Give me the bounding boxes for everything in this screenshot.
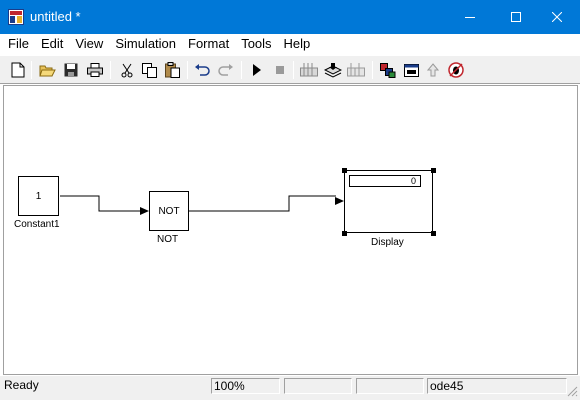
zoom-level: 100% (211, 378, 280, 394)
menu-simulation[interactable]: Simulation (115, 36, 177, 51)
display-block[interactable]: 0 (344, 170, 433, 233)
update-diagram-button[interactable] (323, 60, 343, 80)
print-icon (87, 63, 103, 77)
display-value-field: 0 (349, 175, 421, 187)
redo-icon (218, 64, 233, 76)
redo-button[interactable] (216, 60, 236, 80)
status-cell-empty (284, 378, 352, 394)
library-browser-icon (380, 62, 396, 78)
window-title: untitled * (30, 9, 81, 24)
save-button[interactable] (61, 60, 81, 80)
minimize-button[interactable] (447, 0, 493, 34)
toolbar (0, 56, 580, 84)
cut-button[interactable] (117, 60, 137, 80)
title-bar: untitled * (0, 0, 580, 34)
signal-line-not-to-display[interactable] (189, 195, 336, 212)
close-button[interactable] (534, 0, 580, 34)
menu-bar: File Edit View Simulation Format Tools H… (0, 34, 580, 54)
new-icon (11, 62, 25, 78)
menu-view[interactable]: View (75, 36, 104, 51)
model-canvas[interactable]: 1 Constant1 NOT NOT 0 Display (3, 85, 578, 375)
menu-edit[interactable]: Edit (40, 36, 64, 51)
stop-simulation-button[interactable] (270, 60, 290, 80)
menu-file[interactable]: File (8, 36, 29, 51)
constant-value: 1 (35, 190, 42, 202)
selection-handle[interactable] (431, 231, 436, 236)
status-text: Ready (4, 378, 39, 392)
copy-icon (141, 62, 157, 78)
selection-handle[interactable] (342, 231, 347, 236)
stop-simulation-icon (276, 66, 284, 74)
paste-icon (164, 62, 180, 78)
model-explorer-icon (403, 63, 419, 77)
start-simulation-icon (253, 64, 261, 76)
not-block-label[interactable]: NOT (157, 234, 179, 245)
save-icon (64, 63, 78, 77)
arrowhead-icon (335, 197, 344, 205)
library-browser-button[interactable] (378, 60, 398, 80)
solver-name: ode45 (427, 378, 567, 394)
start-simulation-button[interactable] (247, 60, 267, 80)
build-subsystem-button[interactable] (346, 60, 366, 80)
paste-button[interactable] (162, 60, 182, 80)
signal-line-constant-to-not[interactable] (60, 195, 141, 212)
go-to-parent-button[interactable] (423, 60, 443, 80)
resize-grip-icon[interactable] (566, 385, 578, 397)
not-operator: NOT (158, 205, 180, 217)
status-bar: Ready 100% ode45 (0, 376, 580, 400)
open-icon (38, 65, 56, 77)
update-diagram-icon (324, 63, 342, 78)
menu-format[interactable]: Format (188, 36, 230, 51)
debug-icon (448, 62, 464, 78)
build-button[interactable] (299, 60, 319, 80)
close-icon (552, 12, 562, 22)
undo-button[interactable] (192, 60, 212, 80)
constant-block[interactable]: 1 (18, 176, 59, 216)
go-to-parent-icon (427, 63, 439, 77)
minimize-icon (465, 17, 475, 18)
maximize-icon (511, 12, 521, 22)
cut-icon (121, 63, 133, 77)
undo-icon (195, 64, 210, 76)
simulink-model-icon[interactable] (8, 9, 24, 25)
constant-block-label[interactable]: Constant1 (14, 219, 60, 230)
open-button[interactable] (37, 60, 57, 80)
new-model-button[interactable] (8, 60, 28, 80)
arrowhead-icon (140, 207, 149, 215)
debug-button[interactable] (446, 60, 466, 80)
print-button[interactable] (85, 60, 105, 80)
display-value: 0 (410, 176, 416, 186)
maximize-button[interactable] (493, 0, 539, 34)
build-icon (300, 63, 318, 77)
display-block-label[interactable]: Display (371, 237, 404, 248)
selection-handle[interactable] (342, 168, 347, 173)
selection-handle[interactable] (431, 168, 436, 173)
not-block[interactable]: NOT (149, 191, 189, 231)
model-explorer-button[interactable] (401, 60, 421, 80)
signal-lines (60, 195, 344, 215)
status-cell-empty (356, 378, 424, 394)
copy-button[interactable] (139, 60, 159, 80)
build-subsystem-icon (347, 63, 365, 77)
menu-help[interactable]: Help (283, 36, 311, 51)
menu-tools[interactable]: Tools (241, 36, 272, 51)
